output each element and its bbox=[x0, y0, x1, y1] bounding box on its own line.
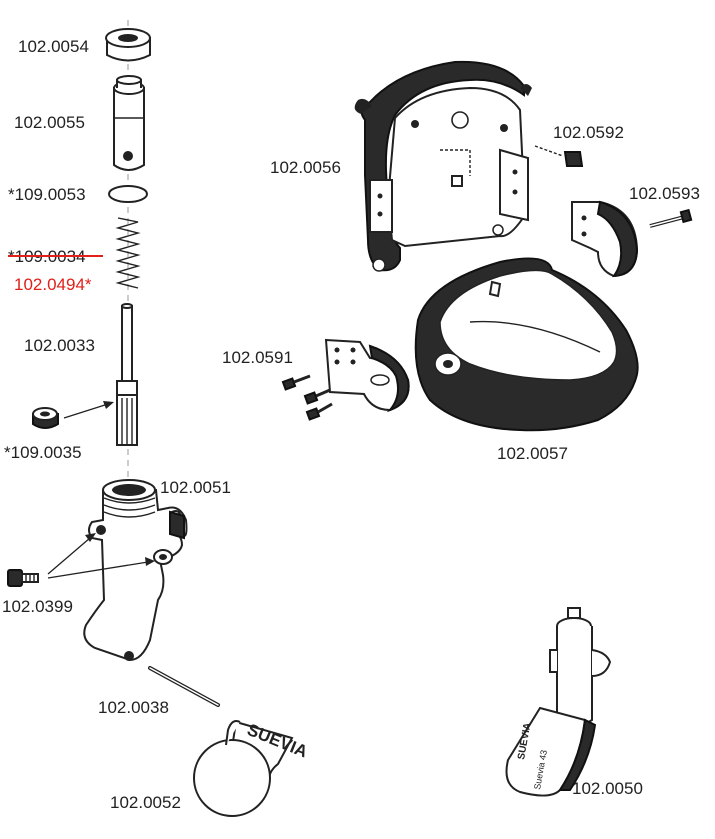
label-102-0494-replacement: 102.0494* bbox=[14, 275, 92, 294]
label-109-0035: *109.0035 bbox=[4, 443, 82, 462]
part-102-0051-valve-body bbox=[83, 479, 188, 662]
label-102-0054: 102.0054 bbox=[18, 37, 89, 56]
label-102-0056: 102.0056 bbox=[270, 158, 341, 177]
part-102-0056-bracket bbox=[354, 60, 532, 272]
part-109-0035-washer bbox=[32, 407, 59, 429]
part-102-0050-assembly: SUEVIA Suevia 43 bbox=[505, 607, 612, 797]
label-102-0052: 102.0052 bbox=[110, 793, 181, 812]
label-102-0592: 102.0592 bbox=[553, 123, 624, 142]
part-102-0033-plunger bbox=[116, 303, 138, 446]
arrow-washer-to-plunger bbox=[63, 401, 114, 419]
part-102-0591-plate bbox=[281, 338, 410, 421]
part-109-0053-oring bbox=[108, 185, 148, 203]
arrows-screw-to-body bbox=[47, 533, 155, 579]
label-109-0053: *109.0053 bbox=[8, 185, 86, 204]
part-102-0057-bowl bbox=[414, 257, 639, 432]
label-102-0038: 102.0038 bbox=[98, 698, 169, 717]
part-102-0052-foot-pedal: SUEVIA bbox=[193, 720, 310, 817]
label-102-0051: 102.0051 bbox=[160, 478, 231, 497]
part-102-0593-cam bbox=[571, 200, 693, 278]
part-102-0038-pin bbox=[148, 666, 220, 707]
label-102-0050: 102.0050 bbox=[572, 779, 643, 798]
label-102-0591: 102.0591 bbox=[222, 348, 293, 367]
part-102-0055-sleeve bbox=[113, 75, 145, 171]
part-102-0592-block bbox=[534, 145, 584, 167]
label-102-0033: 102.0033 bbox=[24, 336, 95, 355]
part-102-0494-spring bbox=[115, 217, 141, 289]
label-102-0057: 102.0057 bbox=[497, 444, 568, 463]
label-102-0399: 102.0399 bbox=[2, 597, 73, 616]
label-102-0055: 102.0055 bbox=[14, 113, 85, 132]
label-102-0593: 102.0593 bbox=[629, 184, 700, 203]
part-102-0399-screw bbox=[7, 569, 39, 587]
part-102-0054-nut bbox=[105, 28, 151, 62]
